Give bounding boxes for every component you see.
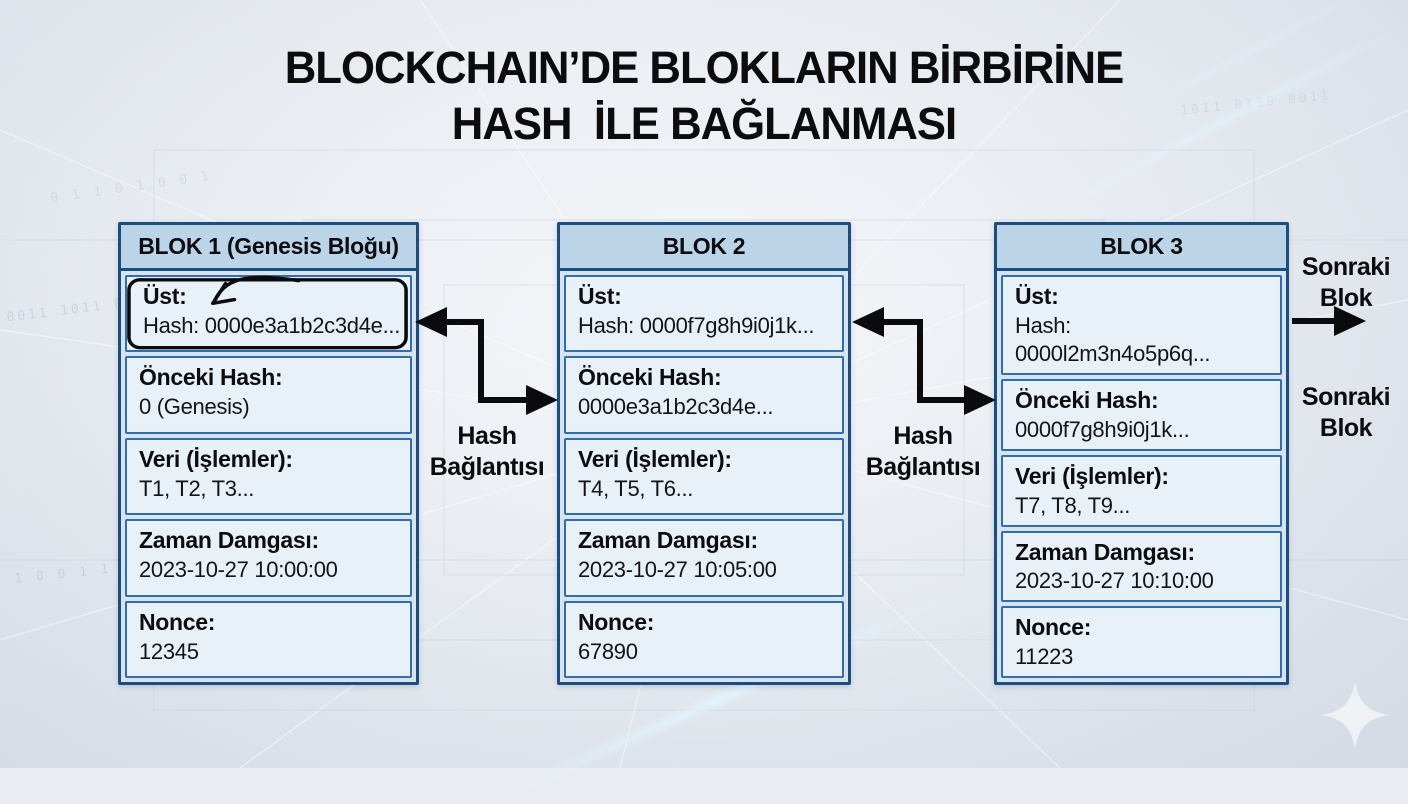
row-label: Zaman Damgası: (1015, 538, 1195, 565)
row-value: 2023-10-27 10:00:00 (139, 557, 338, 583)
block-1-row-timestamp: Zaman Damgası: 2023-10-27 10:00:00 (125, 519, 412, 597)
row-value: 2023-10-27 10:05:00 (578, 557, 777, 583)
page-title: BLOCKCHAIN’DE BLOKLARIN BİRBİRİNE HASH İ… (0, 40, 1408, 153)
hash-link-label-2: Hash Bağlantısı (865, 422, 981, 481)
row-value: 11223 (1015, 644, 1074, 670)
row-label: Önceki Hash: (1015, 387, 1159, 414)
sparkle-icon (1321, 681, 1389, 749)
row-label: Üst: (578, 283, 622, 309)
binary-texture: 0 1 1 0 1 0 0 1 (49, 168, 213, 207)
row-value: Hash: 0000f7g8h9i0j1k... (578, 312, 815, 338)
row-label: Zaman Damgası: (578, 527, 758, 554)
block-2-row-data: Veri (İşlemler): T4, T5, T6... (564, 437, 844, 516)
block-1: BLOK 1 (Genesis Bloğu) Üst: Hash: 0000e3… (118, 222, 419, 685)
block-3-row-nonce: Nonce: 11223 (1001, 606, 1282, 679)
block-2-row-timestamp: Zaman Damgası: 2023-10-27 10:05:00 (564, 519, 844, 597)
block-1-row-nonce: Nonce: 12345 (125, 600, 412, 679)
row-label: Veri (İşlemler): (578, 445, 732, 472)
block-2: BLOK 2 Üst: Hash: 0000f7g8h9i0j1k... Önc… (557, 222, 851, 685)
block-3-header: BLOK 3 (997, 225, 1286, 271)
block-2-row-nonce: Nonce: 67890 (564, 600, 844, 679)
row-label: Önceki Hash: (139, 364, 283, 391)
block-3-row-prev-hash: Önceki Hash: 0000f7g8h9i0j1k... (1001, 379, 1282, 451)
row-label: Nonce: (139, 608, 216, 635)
row-value: 12345 (139, 638, 199, 664)
row-label: Veri (İşlemler): (1015, 462, 1169, 489)
block-3-row-data: Veri (İşlemler): T7, T8, T9... (1001, 454, 1282, 527)
block-1-row-data: Veri (İşlemler): T1, T2, T3... (125, 437, 412, 516)
page-title-line2: HASH İLE BAĞLANMASI (451, 98, 957, 150)
block-2-row-prev-hash: Önceki Hash: 0000e3a1b2c3d4e... (564, 356, 844, 434)
next-block-label-bottom: Sonraki Blok (1301, 383, 1391, 442)
hash-link-arrow-2 (852, 307, 996, 415)
hash-link-arrow-1 (415, 307, 558, 415)
block-3-row-timestamp: Zaman Damgası: 2023-10-27 10:10:00 (1001, 530, 1282, 603)
block-1-rows: Üst: Hash: 0000e3a1b2c3d4e... Önceki Has… (121, 271, 416, 682)
page-title-line1: BLOCKCHAIN’DE BLOKLARIN BİRBİRİNE (284, 42, 1125, 93)
row-label: Üst: (143, 283, 187, 309)
block-2-header: BLOK 2 (560, 225, 848, 271)
row-value: T1, T2, T3... (139, 475, 255, 501)
row-label: Veri (İşlemler): (139, 445, 293, 472)
block-1-row-ust: Üst: Hash: 0000e3a1b2c3d4e... (125, 275, 412, 353)
row-value: 67890 (578, 638, 638, 664)
block-1-row-prev-hash: Önceki Hash: 0 (Genesis) (125, 356, 412, 434)
row-label: Önceki Hash: (578, 364, 722, 391)
row-label: Zaman Damgası: (139, 527, 319, 554)
row-value: 0000f7g8h9i0j1k... (1015, 416, 1190, 442)
block-3-rows: Üst: Hash: 0000l2m3n4o5p6q... Önceki Has… (997, 271, 1286, 682)
row-label: Üst: (1015, 283, 1059, 309)
row-value: 2023-10-27 10:10:00 (1015, 568, 1214, 594)
block-3-row-ust: Üst: Hash: 0000l2m3n4o5p6q... (1001, 275, 1282, 376)
row-value: Hash: 0000e3a1b2c3d4e... (143, 312, 401, 338)
next-block-label-top: Sonraki Blok (1301, 253, 1391, 312)
row-value: 0000e3a1b2c3d4e... (578, 394, 774, 420)
row-label: Nonce: (1015, 614, 1092, 641)
row-value: Hash: 0000l2m3n4o5p6q... (1015, 312, 1211, 367)
row-value: T4, T5, T6... (578, 475, 694, 501)
row-value: 0 (Genesis) (139, 394, 250, 420)
hash-link-label-1: Hash Bağlantısı (429, 422, 545, 481)
row-label: Nonce: (578, 608, 655, 635)
row-value: T7, T8, T9... (1015, 492, 1131, 518)
block-1-header: BLOK 1 (Genesis Bloğu) (121, 225, 416, 271)
block-2-rows: Üst: Hash: 0000f7g8h9i0j1k... Önceki Has… (560, 271, 848, 682)
block-3: BLOK 3 Üst: Hash: 0000l2m3n4o5p6q... Önc… (994, 222, 1289, 685)
block-2-row-ust: Üst: Hash: 0000f7g8h9i0j1k... (564, 275, 844, 353)
